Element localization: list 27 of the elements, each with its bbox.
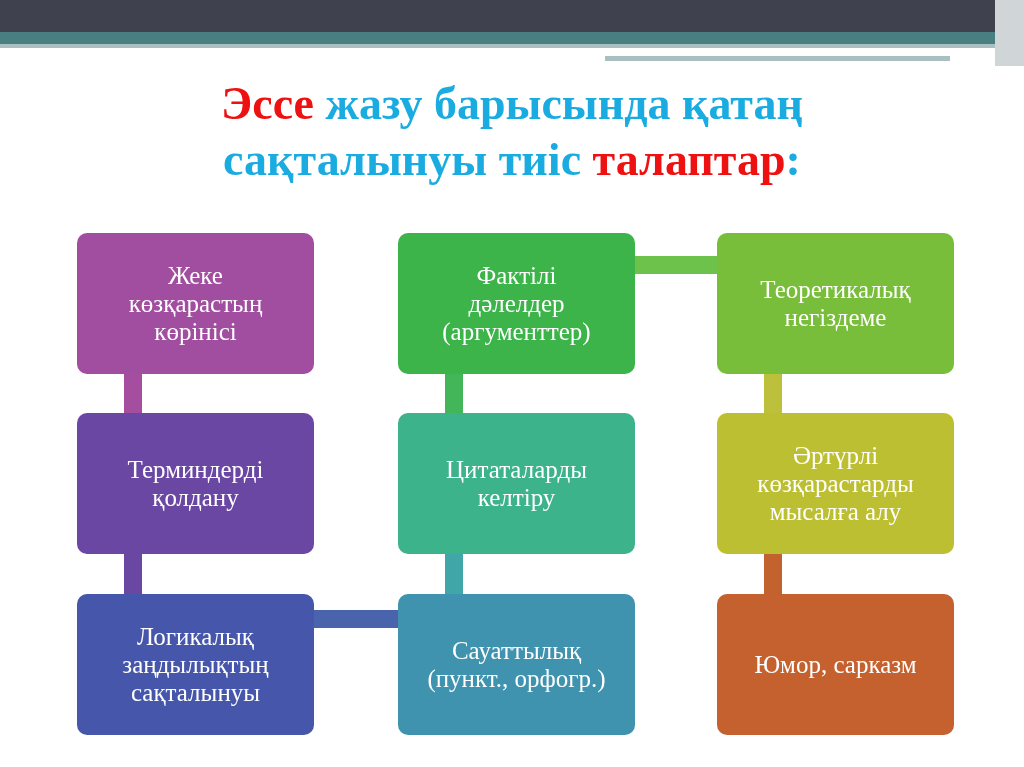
requirement-box: [717, 413, 954, 554]
box-text: Юмор, сарказм: [754, 650, 917, 679]
requirement-box: [398, 233, 635, 374]
connector-bar: [124, 374, 142, 413]
connector-bar: [764, 554, 782, 594]
connector-bar: [445, 554, 463, 594]
requirement-box: [717, 594, 954, 735]
box-text: Цитаталарды келтіру: [445, 455, 588, 512]
requirement-box: [77, 413, 314, 554]
connector-bar: [635, 256, 717, 274]
title: Эссе жазу барысында қатаң сақталынуы тиіс талаптар:: [220, 77, 804, 187]
box-text: Әртүрлі көзқарастарды мысалға алу: [756, 441, 915, 526]
connector-bar: [764, 374, 782, 413]
box-text: Теоретикалық негіздеме: [759, 275, 912, 332]
box-text: Фактілі дәлелдер (аргументтер): [441, 261, 592, 346]
requirement-box: [77, 233, 314, 374]
connector-bar: [124, 554, 142, 594]
connector-bar: [314, 610, 398, 628]
box-text: Жеке көзқарастың көрінісі: [127, 261, 264, 346]
connector-bar: [445, 374, 463, 413]
requirement-box: [398, 413, 635, 554]
box-text: Сауаттылық (пункт., орфогр.): [426, 636, 607, 693]
requirement-box: [77, 594, 314, 735]
requirement-box: [717, 233, 954, 374]
box-text: Логикалық заңдылықтың сақталынуы: [121, 622, 270, 707]
box-text: Терминдерді қолдану: [126, 455, 265, 512]
requirement-box: [398, 594, 635, 735]
